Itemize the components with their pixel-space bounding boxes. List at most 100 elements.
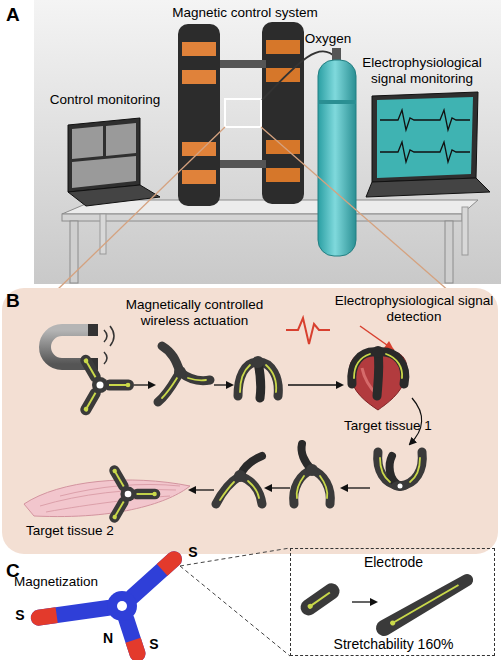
robot-sequence-return [297, 476, 304, 498]
robot-sequence [134, 384, 154, 385]
magnetic-coils [214, 60, 266, 68]
robot-sequence-return [306, 464, 318, 476]
heart-tissue [350, 352, 407, 410]
robot-sequence-return [378, 452, 400, 486]
robot-sequence [158, 346, 210, 402]
heart-tissue [350, 346, 407, 410]
magnetic-coils [182, 42, 216, 56]
robot-sequence-return [410, 458, 420, 482]
magnetic-coils [182, 142, 216, 156]
oxygen-cylinder [318, 60, 356, 256]
magnetization-figure [30, 599, 117, 627]
robot-sequence [78, 346, 342, 417]
muscle-tissue [24, 463, 190, 524]
electrode-legs [307, 603, 314, 610]
pole-label: N [100, 630, 116, 646]
horseshoe-magnet [45, 324, 114, 370]
muscle-tissue [24, 480, 190, 517]
magnetic-coils [262, 22, 304, 204]
magnetization-figure [117, 601, 127, 611]
electrode-legs [352, 601, 376, 602]
zoom-lines [55, 127, 450, 292]
process-label: Electrophysiological signal detection [334, 293, 494, 324]
robot-sequence-return [216, 456, 262, 504]
pole-label: S [12, 607, 28, 623]
heart-tissue [372, 346, 384, 358]
heart-tissue [352, 352, 405, 396]
robot-sequence-return [342, 487, 370, 488]
robot-sequence-return [234, 470, 246, 482]
device-label: Magnetic control system [150, 5, 340, 21]
robot-sequence-return [320, 476, 327, 498]
robot-sequence-return [294, 444, 331, 504]
robot-sequence [188, 378, 206, 380]
box-note: Stretchability 160% [291, 636, 496, 652]
signal-laptop [372, 92, 478, 182]
device-label: Oxygen [300, 31, 356, 47]
horseshoe-magnet [104, 352, 107, 364]
horseshoe-magnet [88, 324, 98, 336]
horseshoe-magnet [110, 326, 114, 346]
magnetic-coils [266, 168, 300, 182]
magnetic-coils [266, 40, 300, 54]
robot-sequence [214, 384, 232, 385]
signal-laptop [380, 110, 470, 130]
robot-sequence-return [220, 482, 234, 500]
control-laptop [72, 126, 103, 159]
robot-sequence [240, 365, 250, 392]
horseshoe-magnet [104, 330, 107, 342]
robot-sequence-return [266, 487, 290, 488]
oxygen-cylinder [262, 48, 356, 256]
panel-letter: B [6, 290, 30, 312]
robot-sequence [174, 366, 186, 378]
table [445, 221, 453, 283]
magnetic-coils [214, 160, 266, 168]
magnetic-coils [182, 170, 216, 184]
robot-sequence-return [190, 489, 214, 490]
magnetization-figure [30, 548, 186, 660]
robot-sequence-return [398, 484, 403, 489]
process-label: Magnetically controlled wireless actuati… [112, 297, 277, 328]
magnetic-coils [182, 70, 216, 84]
magnetization-figure [157, 548, 186, 576]
magnetization-figure [30, 548, 186, 660]
panel-letter: A [6, 4, 30, 26]
heart-tissue [377, 352, 379, 396]
robot-sequence-return [391, 481, 409, 491]
panel-a-background [34, 0, 501, 284]
electrode-legs [297, 570, 476, 639]
magnetization-figure [30, 607, 58, 626]
robot-sequence [162, 378, 177, 398]
electrode-legs [373, 570, 476, 639]
magnetic-coils [178, 22, 304, 206]
signal-laptop [366, 178, 490, 197]
table [62, 200, 478, 283]
robot-sequence [252, 356, 264, 368]
zoom-lines [261, 127, 450, 292]
robot-sequence-return [190, 444, 422, 504]
pole-label: S [146, 636, 162, 652]
robot-sequence-return [380, 458, 390, 482]
panel-b-background [2, 288, 498, 554]
tissue-label: Target tissue 2 [26, 523, 146, 539]
magnetic-coils [178, 24, 220, 206]
zoom-lines [55, 127, 225, 292]
tissue-label: Target tissue 1 [344, 418, 454, 434]
control-laptop [68, 118, 140, 192]
muscle-tissue [107, 463, 160, 524]
ecg-icon [286, 318, 330, 344]
ecg-icon [286, 318, 394, 350]
signal-laptop [366, 92, 490, 197]
pole-label: S [185, 544, 201, 560]
device-label: Electrophysiological signal monitoring [346, 55, 498, 86]
electrode-legs [297, 580, 342, 618]
zoom-dashes [180, 566, 290, 656]
electrode-legs [389, 620, 396, 627]
robot-sequence [266, 365, 276, 392]
robot-sequence-return [378, 452, 423, 491]
magnetization-figure [30, 599, 117, 627]
signal-laptop [377, 97, 473, 178]
robot-sequence-return [248, 481, 259, 498]
panel-a-background [34, 0, 501, 284]
